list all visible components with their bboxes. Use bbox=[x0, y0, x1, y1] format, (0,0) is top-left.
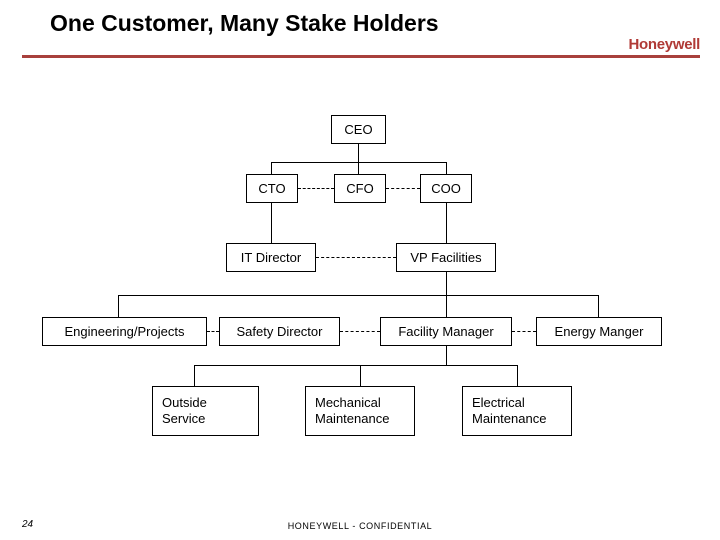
connector-bus-to-engineering-projects bbox=[118, 295, 119, 317]
org-node-electrical-maintenance[interactable]: Electrical Maintenance bbox=[462, 386, 572, 436]
org-node-label: Energy Manger bbox=[554, 323, 644, 339]
org-node-label-line2: Maintenance bbox=[315, 411, 390, 426]
org-node-label: CTO bbox=[258, 180, 286, 196]
connector-bus-to-mechanical-maintenance bbox=[360, 365, 361, 386]
confidentiality-footer: HONEYWELL - CONFIDENTIAL bbox=[287, 521, 433, 531]
connector-ceo-to-cto bbox=[271, 162, 272, 174]
dashed-link-cfo-coo bbox=[386, 188, 420, 189]
dashed-link-it-director-vp-facilities bbox=[316, 257, 396, 258]
org-node-it-director[interactable]: IT Director bbox=[226, 243, 316, 272]
page-title: One Customer, Many Stake Holders bbox=[50, 10, 439, 36]
dashed-link-engineering-safety bbox=[207, 331, 219, 332]
connector-level5-bus bbox=[194, 365, 518, 366]
org-node-label-line2: Maintenance bbox=[472, 411, 547, 426]
org-node-cto[interactable]: CTO bbox=[246, 174, 298, 203]
org-node-facility-manager[interactable]: Facility Manager bbox=[380, 317, 512, 346]
connector-ceo-to-coo bbox=[446, 162, 447, 174]
org-node-label: CFO bbox=[346, 180, 374, 196]
connector-ceo-bus bbox=[271, 162, 447, 163]
org-node-label: Facility Manager bbox=[398, 323, 494, 339]
connector-coo-to-vp-facilities bbox=[446, 203, 447, 243]
connector-ceo-to-cfo bbox=[358, 162, 359, 174]
dashed-link-safety-facility bbox=[340, 331, 380, 332]
org-node-label-line1: Mechanical bbox=[315, 395, 381, 410]
dashed-link-facility-energy bbox=[512, 331, 536, 332]
connector-facility-manager-down bbox=[446, 346, 447, 365]
org-node-ceo[interactable]: CEO bbox=[331, 115, 386, 144]
org-node-coo[interactable]: COO bbox=[420, 174, 472, 203]
org-node-energy-manger[interactable]: Energy Manger bbox=[536, 317, 662, 346]
connector-bus-to-electrical-maintenance bbox=[517, 365, 518, 386]
org-node-mechanical-maintenance[interactable]: Mechanical Maintenance bbox=[305, 386, 415, 436]
org-node-label-line1: Outside bbox=[162, 395, 207, 410]
org-node-cfo[interactable]: CFO bbox=[334, 174, 386, 203]
org-node-label: VP Facilities bbox=[410, 249, 482, 265]
connector-vp-facilities-down bbox=[446, 272, 447, 295]
connector-level4-bus bbox=[118, 295, 599, 296]
connector-cto-to-it-director bbox=[271, 203, 272, 243]
honeywell-logo: Honeywell bbox=[628, 36, 701, 53]
org-node-label: Safety Director bbox=[236, 323, 323, 339]
org-node-engineering-projects[interactable]: Engineering/Projects bbox=[42, 317, 207, 346]
org-node-label: CEO bbox=[344, 121, 373, 137]
org-node-safety-director[interactable]: Safety Director bbox=[219, 317, 340, 346]
dashed-link-cto-cfo bbox=[298, 188, 334, 189]
org-node-label-line2: Service bbox=[162, 411, 206, 426]
org-node-vp-facilities[interactable]: VP Facilities bbox=[396, 243, 496, 272]
org-node-label: Engineering/Projects bbox=[64, 323, 185, 339]
header-divider bbox=[22, 55, 700, 58]
org-node-label: COO bbox=[431, 180, 461, 196]
connector-bus-to-energy-manger bbox=[598, 295, 599, 317]
connector-ceo-down bbox=[358, 144, 359, 162]
page-number: 24 bbox=[22, 519, 34, 530]
org-node-label-line1: Electrical bbox=[472, 395, 525, 410]
connector-bus-to-outside-service bbox=[194, 365, 195, 386]
org-node-outside-service[interactable]: Outside Service bbox=[152, 386, 259, 436]
connector-bus-to-facility-manager bbox=[446, 295, 447, 317]
org-node-label: IT Director bbox=[240, 249, 302, 265]
